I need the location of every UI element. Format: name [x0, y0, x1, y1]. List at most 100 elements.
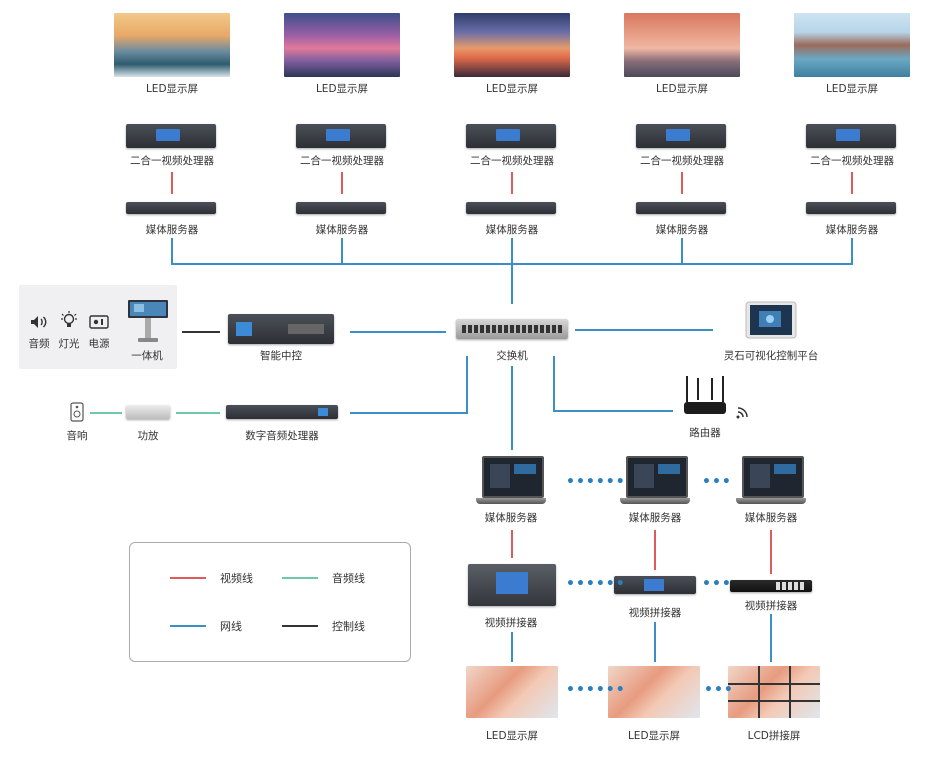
legend: 视频线 音频线 网线 控制线	[129, 542, 411, 662]
network-line-switch-down	[511, 366, 513, 450]
power-outlet-icon	[89, 314, 109, 329]
legend-video-label: 视频线	[220, 572, 253, 585]
network-line-screen-3	[770, 614, 772, 662]
network-drop-2	[341, 238, 343, 264]
video-processor-5	[806, 124, 896, 148]
led-screen-label-1: LED显示屏	[145, 83, 199, 95]
kiosk-terminal-icon	[126, 298, 170, 344]
amplifier-unit	[126, 405, 170, 419]
platform-label: 灵石可视化控制平台	[723, 350, 819, 362]
network-drop-5	[851, 238, 853, 264]
kiosk-label: 一体机	[131, 350, 163, 362]
network-line-router-v	[553, 356, 555, 412]
router-icon	[682, 374, 728, 418]
video-line-top-3	[511, 172, 513, 194]
bottom-server-label-1: 媒体服务器	[484, 512, 538, 524]
media-server-top-4	[636, 202, 726, 214]
control-line-kiosk	[182, 331, 220, 333]
lcd-video-wall	[728, 666, 820, 718]
video-splicer-small	[730, 580, 812, 592]
tablet-platform-icon	[745, 301, 797, 339]
ellipsis-dots-2: •••	[702, 474, 732, 490]
central-control-unit	[228, 314, 334, 344]
ellipsis-dots-1: ••••••	[566, 474, 626, 490]
led-screen-label-2: LED显示屏	[315, 83, 369, 95]
video-splicer-medium	[614, 576, 696, 594]
bottom-led-label-1: LED显示屏	[485, 730, 539, 742]
media-server-top-1	[126, 202, 216, 214]
bottom-server-label-3: 媒体服务器	[744, 512, 798, 524]
splicer-label-3: 视频拼接器	[744, 600, 798, 612]
legend-network-line	[170, 625, 206, 627]
network-line-dsp-h	[350, 412, 468, 414]
server-label-2: 媒体服务器	[315, 224, 369, 236]
processor-label-1: 二合一视频处理器	[130, 155, 214, 167]
network-bus-to-switch	[511, 264, 513, 304]
ellipsis-dots-3: ••••••	[566, 576, 626, 592]
bottom-led-label-2: LED显示屏	[627, 730, 681, 742]
network-drop-4	[681, 238, 683, 264]
light-bulb-icon	[61, 311, 77, 329]
video-line-bottom-3	[770, 530, 772, 574]
splicer-label-1: 视频拼接器	[484, 617, 538, 629]
network-line-screen-1	[511, 632, 513, 662]
led-screen-label-5: LED显示屏	[825, 83, 879, 95]
led-screen-4	[624, 13, 740, 77]
video-line-top-2	[341, 172, 343, 194]
video-line-top-1	[171, 172, 173, 194]
led-screen-bottom-1	[466, 666, 558, 718]
video-processor-2	[296, 124, 386, 148]
video-line-bottom-2	[654, 530, 656, 570]
led-screen-bottom-2	[608, 666, 700, 718]
ellipsis-dots-5: ••••••	[566, 682, 626, 698]
led-screen-label-3: LED显示屏	[485, 83, 539, 95]
laptop-media-server-2	[620, 456, 690, 504]
audio-dsp-unit	[226, 405, 338, 419]
video-line-top-5	[851, 172, 853, 194]
audio-icon	[30, 314, 48, 328]
led-screen-5	[794, 13, 910, 77]
amplifier-label: 功放	[137, 430, 159, 442]
network-drop-1	[171, 238, 173, 264]
power-label: 电源	[88, 338, 110, 350]
video-processor-1	[126, 124, 216, 148]
server-label-5: 媒体服务器	[825, 224, 879, 236]
media-server-top-5	[806, 202, 896, 214]
audio-line-amplifier	[176, 412, 220, 414]
led-screen-1	[114, 13, 230, 77]
ellipsis-dots-4: •••	[702, 576, 732, 592]
legend-audio-label: 音频线	[332, 572, 365, 585]
network-drop-3	[511, 238, 513, 264]
processor-label-4: 二合一视频处理器	[640, 155, 724, 167]
legend-network-label: 网线	[220, 620, 242, 633]
audio-line-speaker	[90, 412, 122, 414]
laptop-media-server-3	[736, 456, 806, 504]
network-line-central	[350, 331, 446, 333]
lcd-wall-label: LCD拼接屏	[747, 730, 801, 742]
led-screen-2	[284, 13, 400, 77]
processor-label-5: 二合一视频处理器	[810, 155, 894, 167]
speaker-icon	[70, 402, 84, 422]
wifi-icon	[736, 404, 750, 419]
dsp-label: 数字音频处理器	[245, 430, 319, 442]
network-line-dsp-v	[466, 356, 468, 414]
legend-audio-line	[282, 577, 318, 579]
speaker-label: 音响	[66, 430, 88, 442]
splicer-label-2: 视频拼接器	[628, 607, 682, 619]
bottom-server-label-2: 媒体服务器	[628, 512, 682, 524]
central-control-label: 智能中控	[260, 350, 302, 362]
server-label-3: 媒体服务器	[485, 224, 539, 236]
audio-label: 音频	[28, 338, 50, 350]
media-server-top-3	[466, 202, 556, 214]
video-splicer-large	[468, 564, 556, 606]
video-processor-4	[636, 124, 726, 148]
media-server-top-2	[296, 202, 386, 214]
video-line-top-4	[681, 172, 683, 194]
led-screen-label-4: LED显示屏	[655, 83, 709, 95]
video-line-bottom-1	[511, 530, 513, 558]
laptop-media-server-1	[476, 456, 546, 504]
server-label-1: 媒体服务器	[145, 224, 199, 236]
network-line-screen-2	[654, 622, 656, 662]
network-line-platform	[575, 329, 713, 331]
legend-control-line	[282, 625, 318, 627]
